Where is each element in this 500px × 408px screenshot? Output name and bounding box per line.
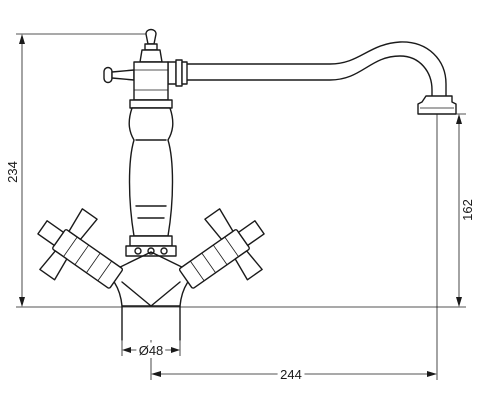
spout-collar [167, 59, 188, 87]
spout-reach-dimension: 244 [150, 114, 438, 385]
central-column [125, 61, 177, 257]
faucet-outline [37, 28, 457, 341]
right-cross-handle [178, 208, 265, 289]
spout-height-dimension: 162 [418, 113, 475, 307]
base-diameter-label: Ø48 [139, 343, 164, 358]
total-height-dimension: 234 [5, 33, 146, 307]
left-cross-handle [37, 208, 124, 289]
spout-reach-label: 244 [280, 367, 302, 382]
spout-height-label: 162 [460, 199, 475, 221]
total-height-label: 234 [5, 161, 20, 183]
spout [185, 41, 457, 115]
base-diameter-dimension: Ø48 [121, 340, 181, 361]
